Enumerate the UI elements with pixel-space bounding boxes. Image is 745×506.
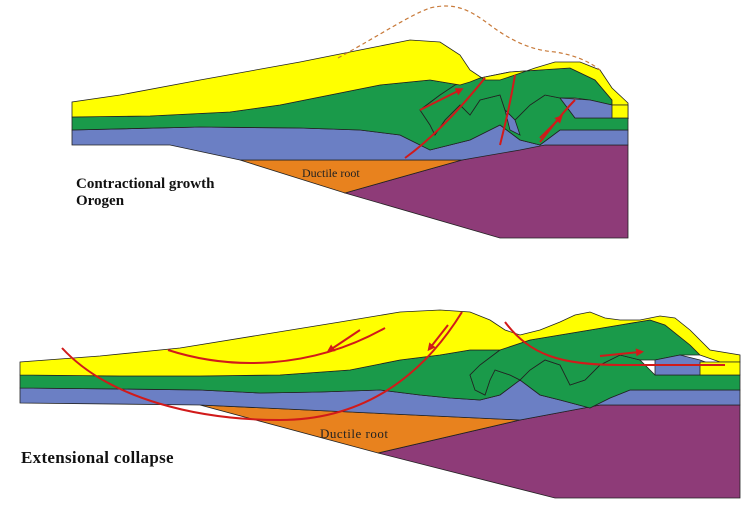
bottom-cross-section: Ductile root <box>19 309 741 499</box>
bottom-yellow-layer <box>19 309 741 377</box>
top-caption-line2: Orogen <box>76 192 125 209</box>
top-root-label: Ductile root <box>302 166 360 180</box>
bottom-fault-arrow-2 <box>427 324 449 352</box>
top-fault-arrow-1 <box>419 88 464 111</box>
top-caption: Contractional growth Orogen <box>76 176 214 209</box>
top-paleo-topography <box>337 5 601 71</box>
bottom-caption: Extensional collapse <box>21 448 174 468</box>
bottom-root-label: Ductile root <box>320 426 388 441</box>
bottom-yellow-strip-right <box>699 361 741 376</box>
top-yellow-strip-right <box>611 104 629 119</box>
top-fault-2 <box>499 74 516 146</box>
top-fault-arrow-2 <box>539 115 563 139</box>
top-fault-1 <box>404 77 486 159</box>
top-cross-section: Ductile root <box>71 5 630 239</box>
bottom-fault-3 <box>504 321 725 366</box>
bottom-fault-arrow-1 <box>326 329 361 353</box>
top-yellow-layer <box>71 39 629 118</box>
top-caption-line1: Contractional growth <box>76 176 215 192</box>
bottom-fault-2 <box>167 327 386 364</box>
bottom-fault-1 <box>61 311 463 422</box>
bottom-fault-arrow-3 <box>599 348 644 357</box>
bottom-caption-text: Extensional collapse <box>21 448 174 467</box>
